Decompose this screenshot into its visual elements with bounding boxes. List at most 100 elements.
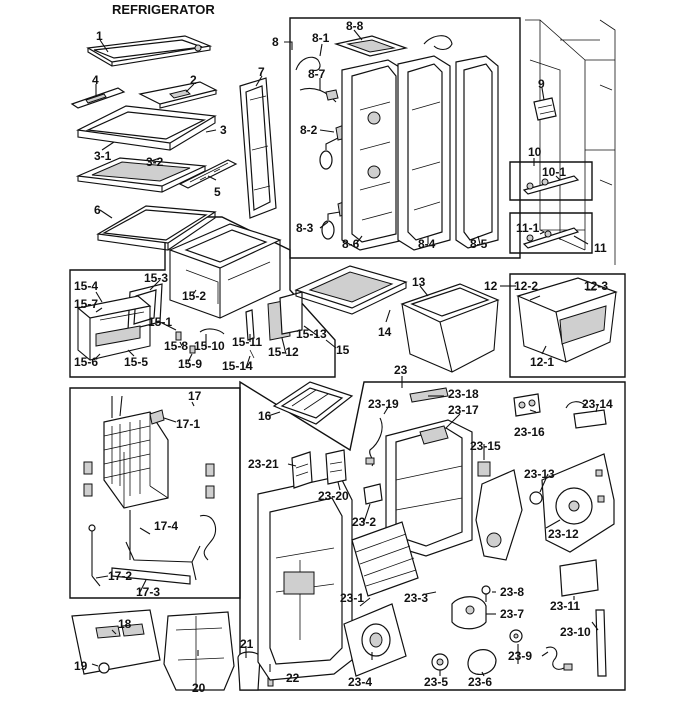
- label-10-1: 10-1: [542, 165, 566, 179]
- label-10: 10: [528, 145, 542, 159]
- label-15-10: 15-10: [194, 339, 225, 353]
- group-box-12: [509, 273, 626, 378]
- label-8-5: 8-5: [470, 237, 488, 251]
- part-13-drawer: [400, 283, 500, 373]
- label-23-7: 23-7: [500, 607, 524, 621]
- label-23-8: 23-8: [500, 585, 524, 599]
- label-23-21: 23-21: [248, 457, 279, 471]
- label-17-3: 17-3: [136, 585, 160, 599]
- part-23-21-housing: [291, 451, 313, 489]
- label-8-8: 8-8: [346, 19, 364, 33]
- part-1-top-cover: [86, 35, 213, 67]
- part-11-rail: [522, 227, 580, 249]
- part-2-bracket: [138, 81, 218, 109]
- label-11-1: 11-1: [516, 221, 540, 235]
- part-23-3-grille: [351, 521, 419, 597]
- label-8-3: 8-3: [296, 221, 314, 235]
- part-17-4-heater: [125, 510, 217, 581]
- part-18-door-panel: [71, 609, 161, 675]
- part-20-liner: [163, 611, 235, 691]
- label-23-6: 23-6: [468, 675, 492, 689]
- label-23-2: 23-2: [352, 515, 376, 529]
- part-23-5-damper: [431, 653, 449, 671]
- label-23-19: 23-19: [368, 397, 399, 411]
- label-23-12: 23-12: [548, 527, 579, 541]
- part-12-drawer: [516, 277, 618, 363]
- part-23-9-harness: [545, 646, 573, 671]
- leader-lines: [91, 29, 599, 677]
- label-3-1: 3-1: [94, 149, 112, 163]
- label-8-1: 8-1: [312, 31, 330, 45]
- part-19-screw: [98, 662, 110, 674]
- part-7-panel: [239, 77, 277, 219]
- label-15-1: 15-1: [148, 315, 172, 329]
- part-21-cap: [237, 651, 261, 691]
- label-23-20: 23-20: [318, 489, 349, 503]
- part-23-7-fan-motor: [451, 596, 487, 630]
- part-23-10-strip: [595, 609, 607, 677]
- label-17-2: 17-2: [108, 569, 132, 583]
- part-17-1-fuse: [149, 409, 165, 425]
- label-22: 22: [286, 671, 300, 685]
- label-23-18: 23-18: [448, 387, 479, 401]
- label-15-3: 15-3: [144, 271, 168, 285]
- label-6: 6: [94, 203, 101, 217]
- label-15-11: 15-11: [232, 335, 262, 349]
- label-15-8: 15-8: [164, 339, 188, 353]
- label-15-13: 15-13: [296, 327, 327, 341]
- label-15-2: 15-2: [182, 289, 206, 303]
- label-15-6: 15-6: [74, 355, 98, 369]
- part-23-fan-shroud: [475, 469, 523, 561]
- part-23-4-fan-housing: [343, 603, 407, 677]
- diagram-title: REFRIGERATOR: [112, 2, 215, 17]
- label-23-9: 23-9: [508, 649, 532, 663]
- label-12-2: 12-2: [514, 279, 538, 293]
- label-3-2: 3-2: [146, 155, 164, 169]
- part-8-4-duct: [397, 55, 451, 251]
- label-15-12: 15-12: [268, 345, 299, 359]
- part-8-5-cover: [455, 55, 499, 249]
- label-15: 15: [336, 343, 350, 357]
- group-box-15: [69, 216, 336, 378]
- part-23-15-clip: [477, 461, 491, 477]
- label-23-17: 23-17: [448, 403, 479, 417]
- label-3: 3: [220, 123, 227, 137]
- label-23-4: 23-4: [348, 675, 372, 689]
- part-17-3-channel: [111, 567, 191, 585]
- label-23-10: 23-10: [560, 625, 591, 639]
- part-23-20-housing: [325, 449, 347, 485]
- label-9: 9: [538, 77, 545, 91]
- label-23-13: 23-13: [524, 467, 555, 481]
- label-8-7: 8-7: [308, 67, 326, 81]
- part-8-7-connector: [299, 87, 339, 103]
- part-9-switch: [533, 97, 557, 121]
- label-12: 12: [484, 279, 498, 293]
- label-15-9: 15-9: [178, 357, 202, 371]
- label-8-2: 8-2: [300, 123, 318, 137]
- label-23-3: 23-3: [404, 591, 428, 605]
- label-23-11: 23-11: [550, 599, 580, 613]
- label-14: 14: [378, 325, 392, 339]
- part-14-crisper-cover: [294, 265, 408, 315]
- label-15-7: 15-7: [74, 297, 98, 311]
- part-23-14-sensor: [565, 401, 607, 429]
- label-23-14: 23-14: [582, 397, 613, 411]
- label-23-16: 23-16: [514, 425, 545, 439]
- label-17-1: 17-1: [176, 417, 200, 431]
- label-13: 13: [412, 275, 426, 289]
- label-15-5: 15-5: [124, 355, 148, 369]
- part-4-bracket: [70, 87, 126, 109]
- label-17: 17: [188, 389, 202, 403]
- group-box-11: [509, 212, 593, 254]
- part-23-16-plate: [513, 393, 541, 417]
- part-23-2-bracket: [363, 483, 383, 505]
- part-labels: 1 4 2 3 3-1 3-2 5 6 7 8 8-1 8-8 8-7 8-2 …: [74, 19, 613, 695]
- label-15-4: 15-4: [74, 279, 98, 293]
- part-8-8-insulation: [333, 35, 409, 57]
- label-12-3: 12-3: [584, 279, 608, 293]
- part-23-1-back-panel: [257, 475, 353, 681]
- part-8-1-harness: [295, 35, 453, 71]
- part-6-glass-shelf: [96, 205, 217, 251]
